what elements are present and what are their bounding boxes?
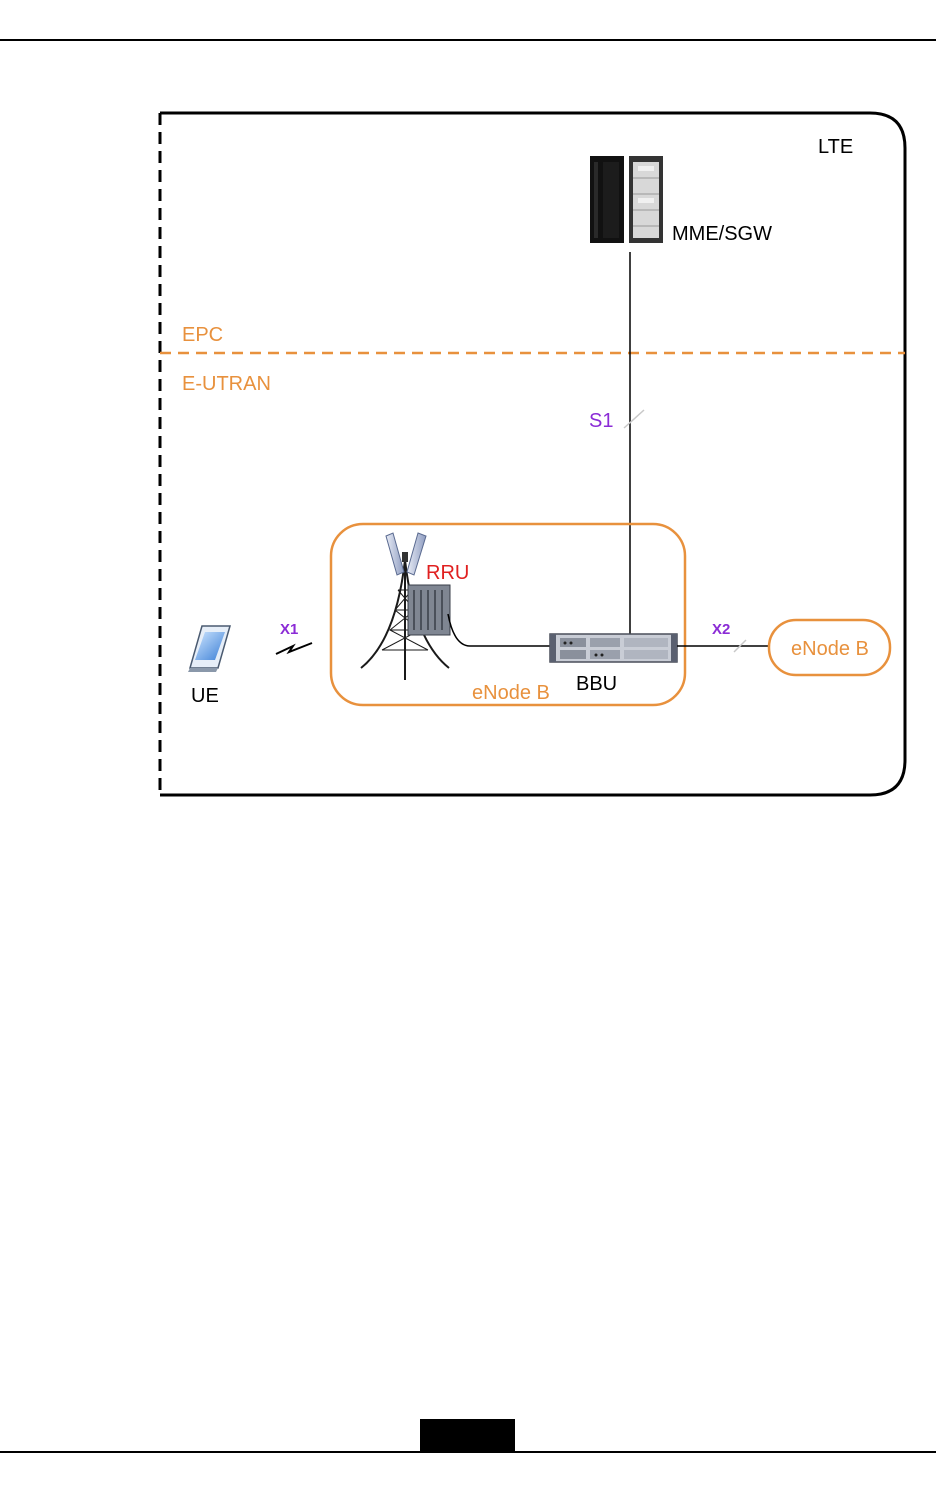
mobile-phone-icon	[188, 626, 230, 672]
s1-link-marker-icon	[624, 410, 644, 428]
server-rack-icon	[590, 156, 663, 243]
x2-label: X2	[712, 621, 730, 638]
radio-link-icon	[276, 643, 312, 654]
lte-label: LTE	[818, 136, 853, 158]
page-number-tab	[420, 1419, 515, 1452]
s1-label: S1	[589, 410, 613, 432]
x1-label: X1	[280, 621, 298, 638]
epc-label: EPC	[182, 324, 223, 346]
ue-label: UE	[191, 685, 219, 707]
enodeb-group-box	[331, 524, 685, 705]
peer-enodeb-label: eNode B	[791, 638, 869, 660]
rru-bbu-link	[448, 614, 551, 646]
rru-label: RRU	[426, 562, 469, 584]
mme-sgw-label: MME/SGW	[672, 223, 772, 245]
rru-device-icon	[408, 585, 450, 635]
bbu-label: BBU	[576, 673, 617, 695]
enodeb-group-label: eNode B	[472, 682, 550, 704]
eutran-label: E-UTRAN	[182, 373, 271, 395]
bbu-device-icon	[550, 634, 677, 662]
